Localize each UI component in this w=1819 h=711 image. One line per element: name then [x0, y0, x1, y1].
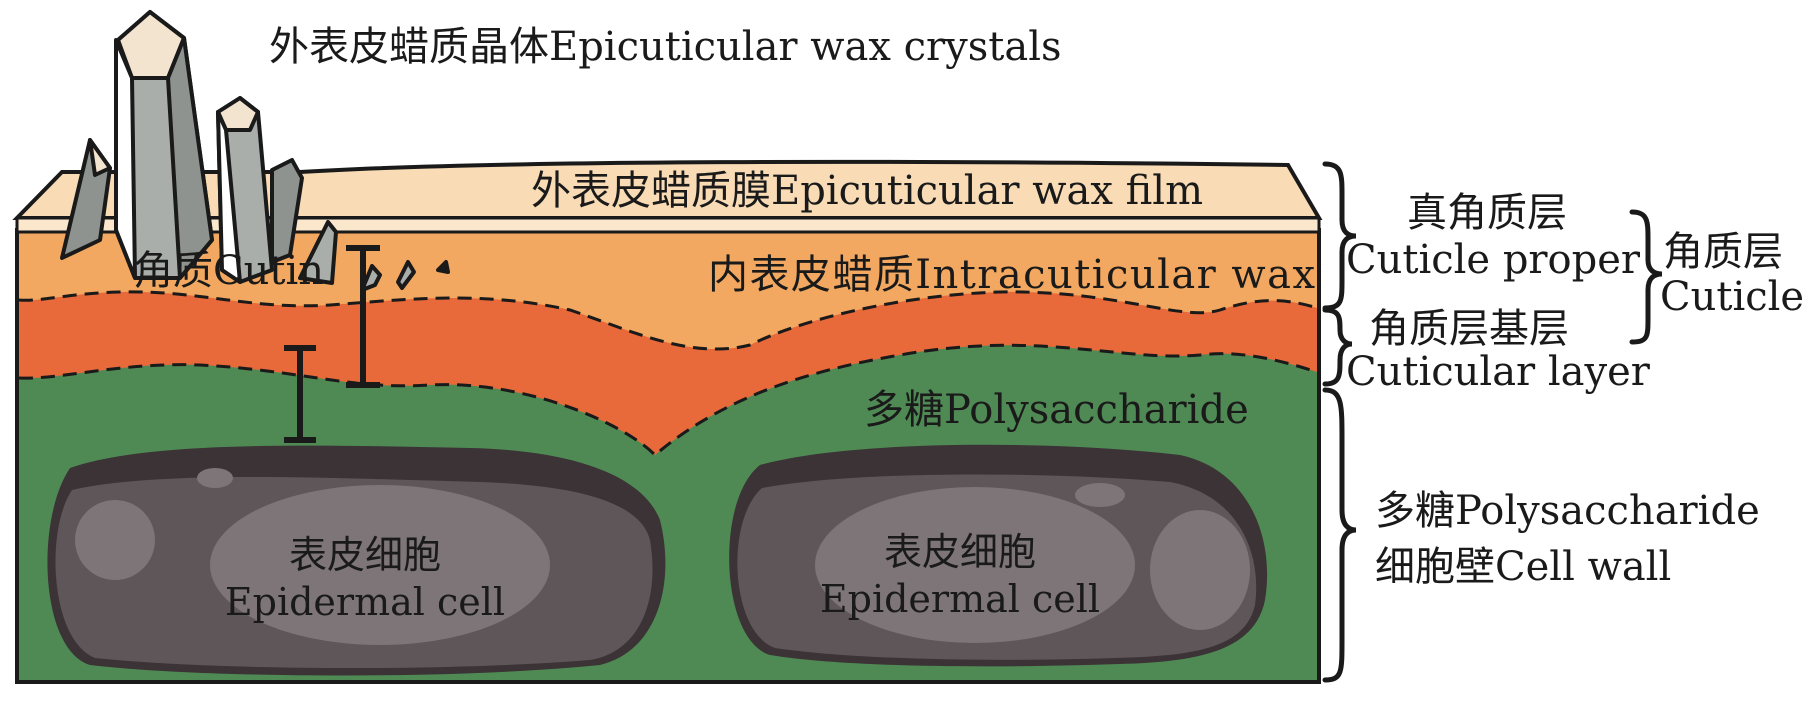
- brace-cuticle: [1629, 209, 1663, 345]
- brace-cuticular-layer: [1322, 307, 1353, 387]
- thickness-markers: [284, 245, 380, 443]
- label-polysaccharide: 多糖Polysaccharide: [864, 387, 1249, 433]
- label-cuticle-proper-cn: 真角质层: [1407, 190, 1567, 236]
- brace-cuticle-proper: [1322, 161, 1357, 311]
- epidermal-cell-left: [47, 445, 666, 676]
- label-cuticle-proper-en: Cuticle proper: [1346, 237, 1641, 283]
- brace-cell-wall: [1322, 387, 1357, 683]
- label-cell-left-cn: 表皮细胞: [289, 533, 441, 577]
- label-cuticle-en: Cuticle: [1660, 274, 1804, 320]
- intracuticular-wax-layer: [19, 232, 1317, 350]
- label-cuticular-layer-en: Cuticular layer: [1346, 349, 1651, 395]
- label-intracuticular-wax: 内表皮蜡质Intracuticular wax: [708, 252, 1315, 298]
- wax-film-top: [12, 159, 1323, 220]
- wax-crystals: [60, 10, 450, 292]
- label-cuticular-layer-cn: 角质层基层: [1369, 306, 1569, 352]
- label-cell-wall-line2: 细胞壁Cell wall: [1375, 544, 1671, 590]
- epidermal-cell-right: [729, 444, 1268, 667]
- wax-film-front: [15, 216, 1321, 234]
- label-wax-film: 外表皮蜡质膜Epicuticular wax film: [531, 168, 1203, 214]
- label-cell-wall-line1: 多糖Polysaccharide: [1375, 488, 1760, 534]
- label-cuticle-cn: 角质层: [1663, 229, 1783, 275]
- cuticular-layer-boundary: [18, 343, 1318, 458]
- braces: [1322, 161, 1663, 683]
- label-cell-right-cn: 表皮细胞: [884, 530, 1036, 574]
- label-cutin: 角质Cutin: [133, 248, 324, 294]
- intracuticular-boundary: [18, 290, 1318, 351]
- label-cell-right-en: Epidermal cell: [820, 577, 1100, 621]
- label-cell-left-en: Epidermal cell: [225, 580, 505, 624]
- label-wax-crystals: 外表皮蜡质晶体Epicuticular wax crystals: [269, 24, 1062, 70]
